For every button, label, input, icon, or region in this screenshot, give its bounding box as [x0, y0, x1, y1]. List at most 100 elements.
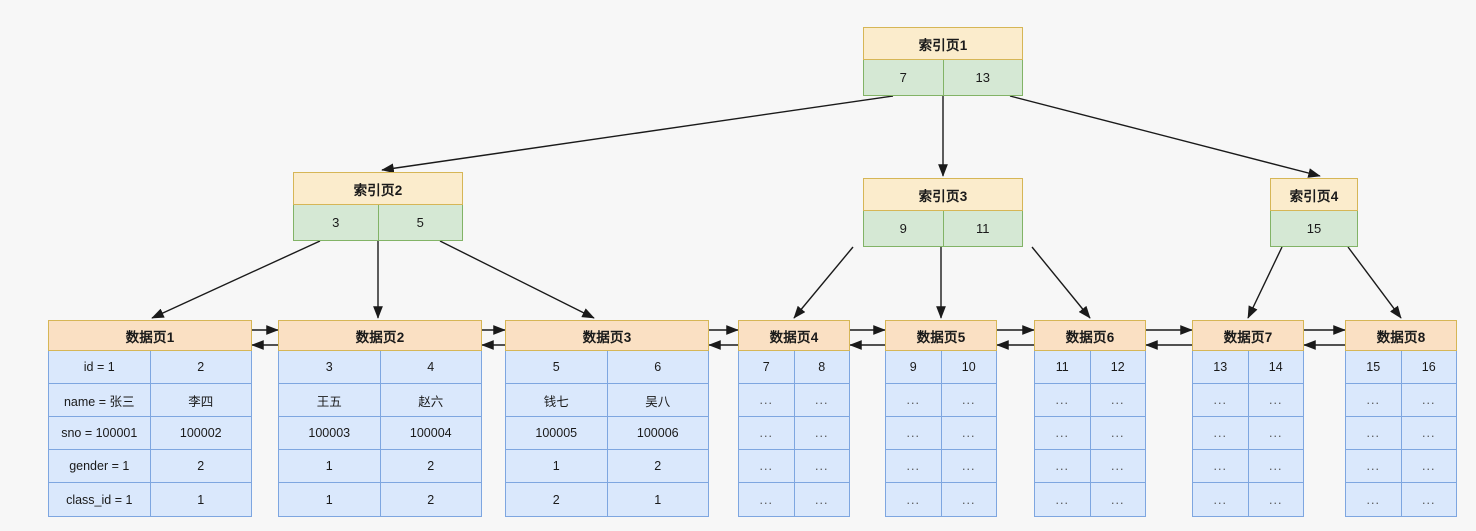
table-cell: ... [1346, 417, 1402, 449]
index-key-cell[interactable]: 3 [294, 205, 379, 240]
table-cell: 5 [506, 351, 608, 383]
table-cell: ... [1422, 492, 1436, 507]
table-cell: ... [815, 426, 829, 440]
table-cell: ... [1346, 483, 1402, 516]
table-cell: ... [1193, 483, 1249, 516]
table-row: ...... [1346, 417, 1456, 450]
table-cell: ... [1346, 384, 1402, 416]
table-cell: ... [1269, 393, 1283, 407]
table-cell: ... [1193, 450, 1249, 482]
index-key-cell[interactable]: 13 [975, 70, 990, 85]
table-cell: 吴八 [645, 394, 671, 409]
table-cell: ... [1269, 426, 1283, 440]
index-page-title: 索引页1 [863, 27, 1023, 60]
table-cell: 2 [197, 360, 205, 374]
data-page-title: 数据页4 [738, 320, 850, 351]
table-cell: ... [1193, 384, 1249, 416]
table-cell: 16 [1421, 360, 1436, 374]
tree-edge-index3-to-data6 [1031, 246, 1091, 319]
table-row: ...... [739, 417, 849, 450]
table-cell: 100003 [279, 417, 381, 449]
tree-edge-index4-to-data7 [1247, 246, 1283, 319]
table-cell: 11 [1035, 351, 1091, 383]
table-row: ...... [739, 450, 849, 483]
index-key-cell[interactable]: 5 [416, 215, 424, 230]
table-cell: ... [739, 483, 795, 516]
index-key-cell[interactable]: 11 [976, 221, 990, 236]
data-page-title: 数据页8 [1345, 320, 1457, 351]
data-page-title: 数据页3 [505, 320, 709, 351]
table-cell: ... [1035, 483, 1091, 516]
table-cell: ... [1422, 393, 1436, 407]
index-page-title: 索引页2 [293, 172, 463, 205]
table-cell: ... [962, 393, 976, 407]
table-cell: ... [962, 426, 976, 440]
tree-edge-index4-to-data8 [1347, 246, 1402, 319]
table-cell: 1 [197, 492, 205, 507]
table-row: ...... [1346, 450, 1456, 483]
table-row: ...... [1035, 450, 1145, 483]
table-cell: ... [1269, 492, 1283, 507]
tree-edge-index2-to-data1 [151, 240, 321, 319]
table-row: ...... [1193, 384, 1303, 417]
table-cell: 12 [1110, 360, 1125, 374]
table-cell: ... [886, 384, 942, 416]
table-cell: ... [962, 492, 976, 507]
table-cell: ... [1422, 426, 1436, 440]
tree-edge-index2-to-data3 [439, 240, 595, 319]
table-cell: 1 [279, 483, 381, 516]
table-row: 王五赵六 [279, 384, 481, 417]
table-row: 钱七吴八 [506, 384, 708, 417]
table-cell: gender = 1 [49, 450, 151, 482]
table-cell: ... [1111, 393, 1125, 407]
table-cell: ... [962, 459, 976, 473]
table-cell: 9 [886, 351, 942, 383]
table-cell: 4 [427, 360, 435, 374]
table-cell: ... [886, 483, 942, 516]
data-page-grid: 11 12........................ [1034, 351, 1146, 517]
table-row: ...... [886, 450, 996, 483]
table-row: ...... [1035, 384, 1145, 417]
tree-edge-index1-to-index4 [1009, 95, 1321, 178]
table-cell: name = 张三 [49, 384, 151, 416]
table-row: ...... [1035, 417, 1145, 450]
index-key-row: 15 [1270, 211, 1358, 247]
index-key-cell[interactable]: 15 [1306, 221, 1322, 236]
index-key-cell[interactable]: 9 [864, 211, 944, 246]
table-cell: 1 [654, 492, 662, 507]
table-cell: ... [1035, 450, 1091, 482]
table-cell: 100004 [409, 426, 452, 440]
table-cell: 8 [818, 360, 826, 374]
table-cell: 100006 [636, 426, 679, 440]
table-row: ...... [1193, 483, 1303, 516]
index-key-cell[interactable]: 7 [864, 60, 944, 95]
table-cell: 2 [427, 459, 435, 473]
table-cell: ... [1193, 417, 1249, 449]
